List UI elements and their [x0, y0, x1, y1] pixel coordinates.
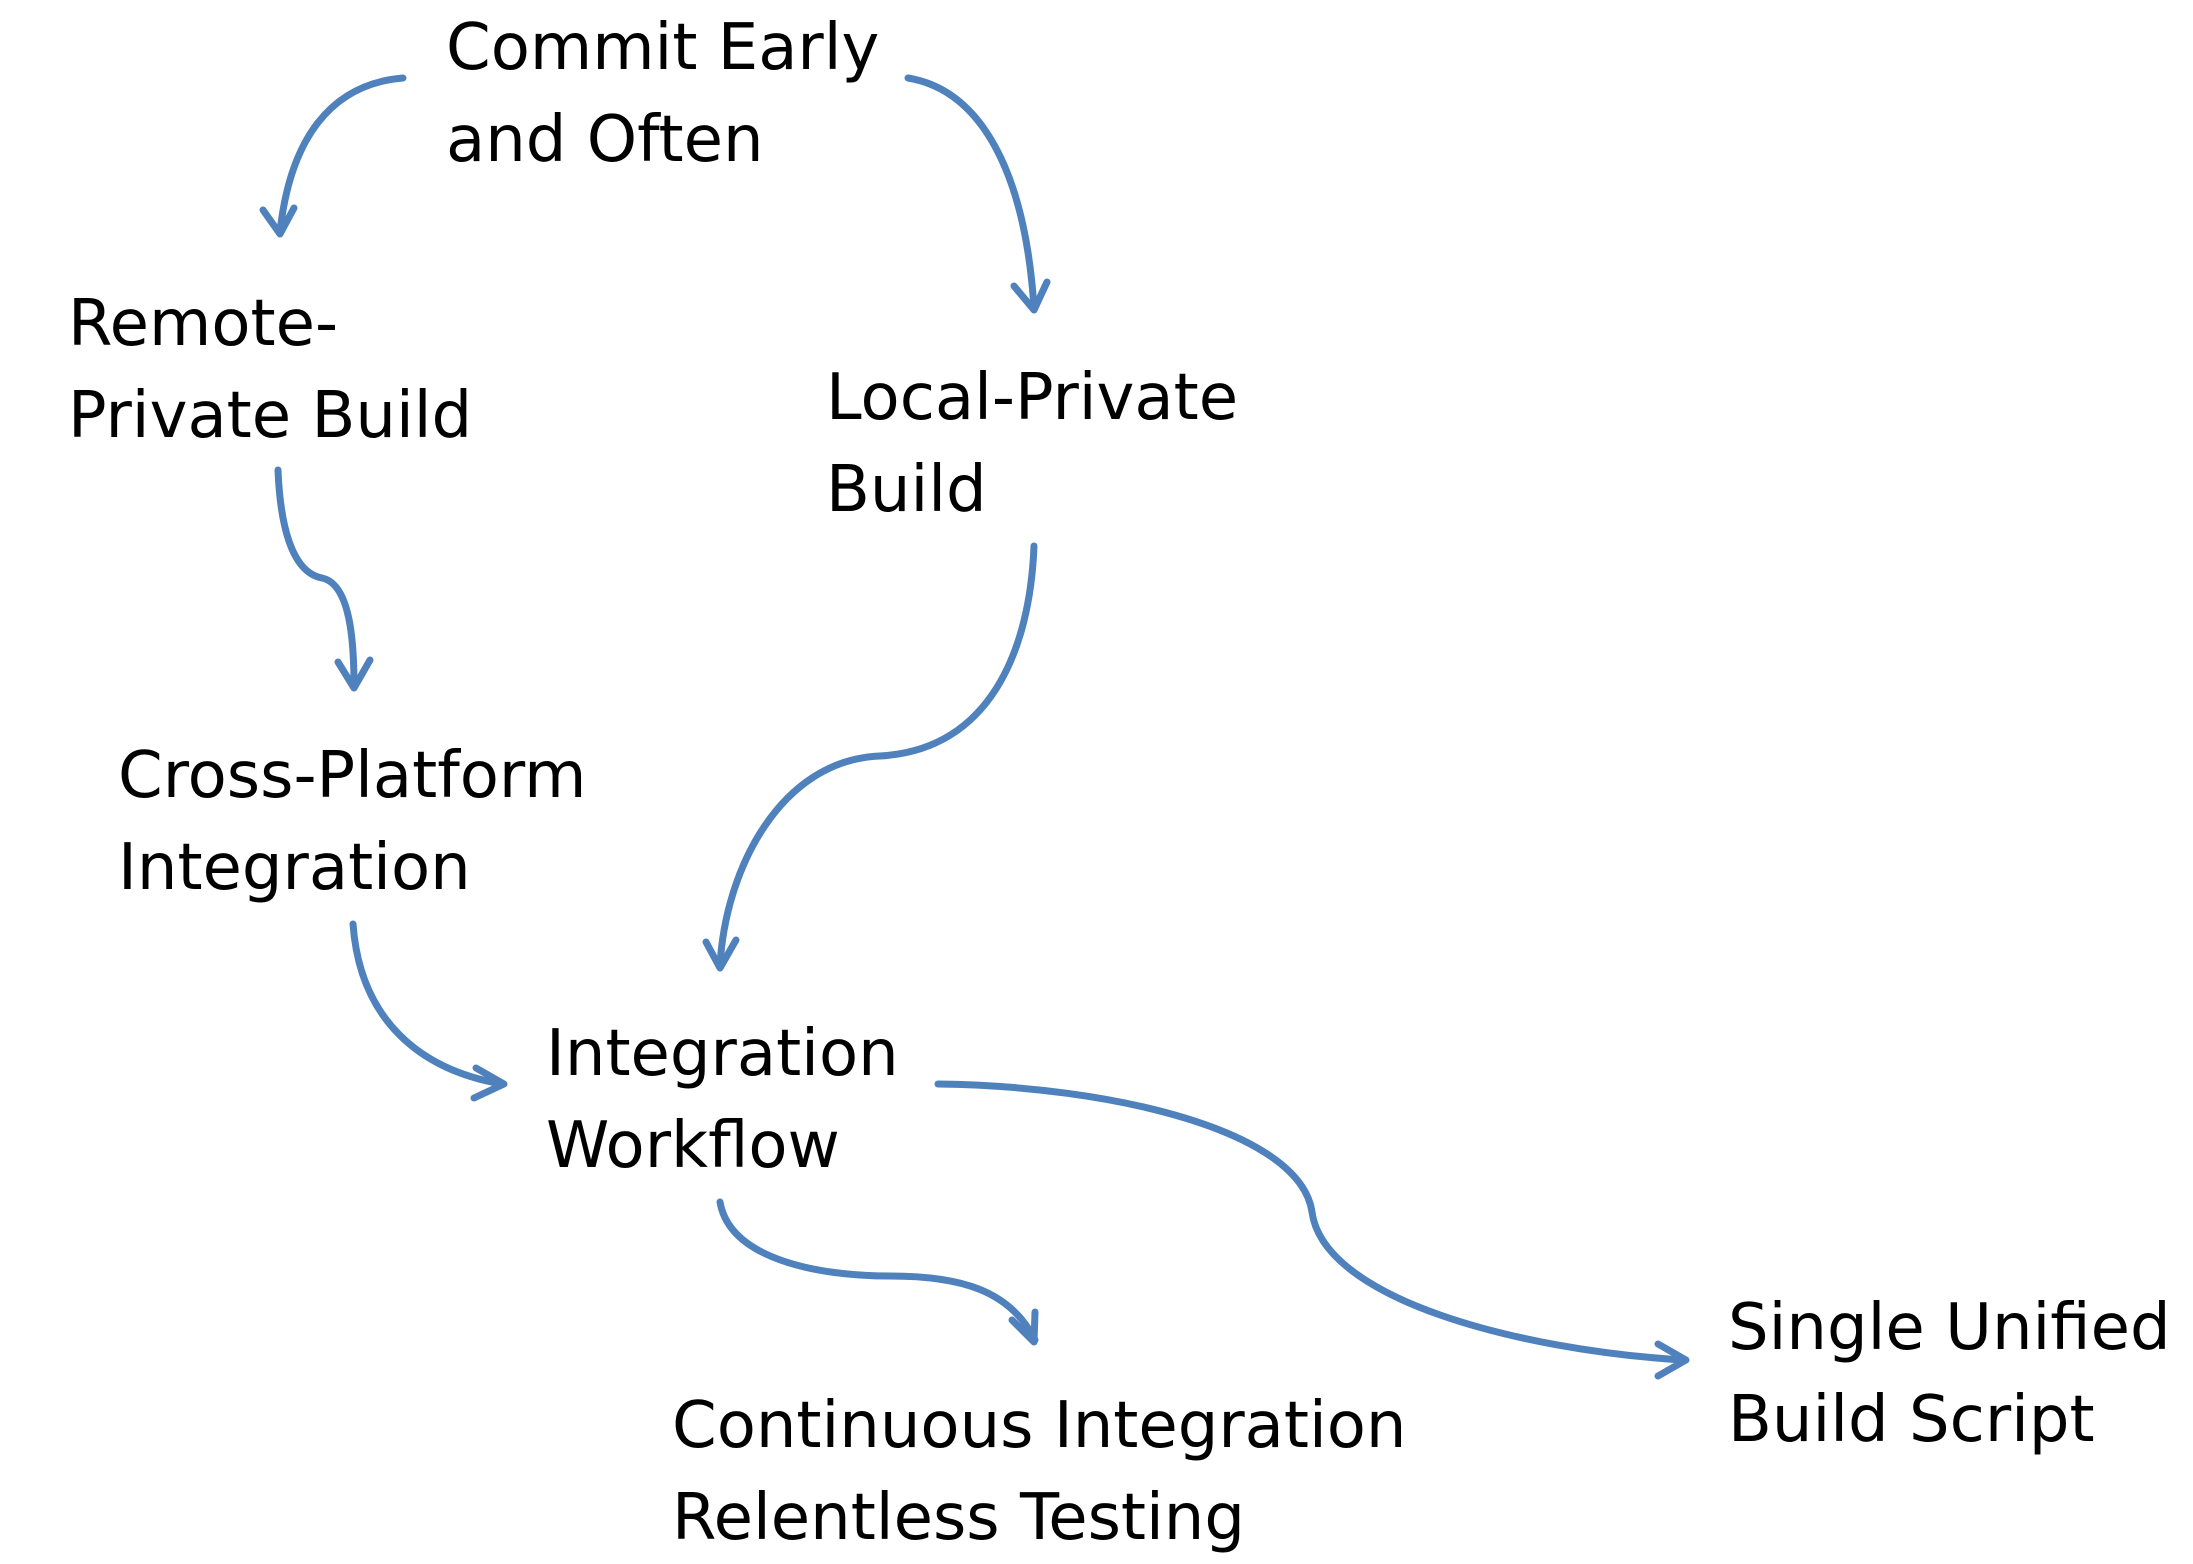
node-cross-platform-integration-line2: Integration — [118, 831, 471, 905]
node-commit-early: Commit Early and Often — [446, 2, 879, 186]
node-single-unified-build-script-line1: Single Unified — [1728, 1291, 2171, 1365]
node-integration-workflow: Integration Workflow — [546, 1008, 899, 1192]
node-commit-early-line1: Commit Early — [446, 11, 880, 85]
node-local-private-build-line2: Build — [826, 453, 987, 527]
arrow-local-to-workflow — [702, 542, 1038, 972]
node-remote-private-build-line2: Private Build — [68, 379, 473, 453]
node-continuous-integration: Continuous Integration Relentless Testin… — [672, 1380, 1406, 1564]
node-local-private-build-line1: Local-Private — [826, 361, 1239, 435]
arrow-remote-to-cross — [274, 466, 374, 692]
node-single-unified-build-script: Single Unified Build Script — [1728, 1282, 2171, 1466]
node-single-unified-build-script-line2: Build Script — [1728, 1383, 2095, 1457]
node-continuous-integration-line2: Relentless Testing — [672, 1481, 1245, 1555]
node-commit-early-line2: and Often — [446, 103, 764, 177]
node-remote-private-build: Remote- Private Build — [68, 278, 472, 462]
node-remote-private-build-line1: Remote- — [68, 287, 339, 361]
node-cross-platform-integration: Cross-Platform Integration — [118, 730, 586, 914]
arrow-commit-to-local — [904, 74, 1051, 314]
node-cross-platform-integration-line1: Cross-Platform — [118, 739, 587, 813]
arrow-workflow-to-script — [934, 1080, 1690, 1380]
node-integration-workflow-line1: Integration — [546, 1017, 899, 1091]
node-integration-workflow-line2: Workflow — [546, 1109, 840, 1183]
arrow-workflow-to-continuous — [716, 1198, 1039, 1346]
node-continuous-integration-line1: Continuous Integration — [672, 1389, 1407, 1463]
arrow-cross-to-workflow — [349, 920, 508, 1102]
arrow-commit-to-remote — [259, 74, 407, 238]
node-local-private-build: Local-Private Build — [826, 352, 1238, 536]
